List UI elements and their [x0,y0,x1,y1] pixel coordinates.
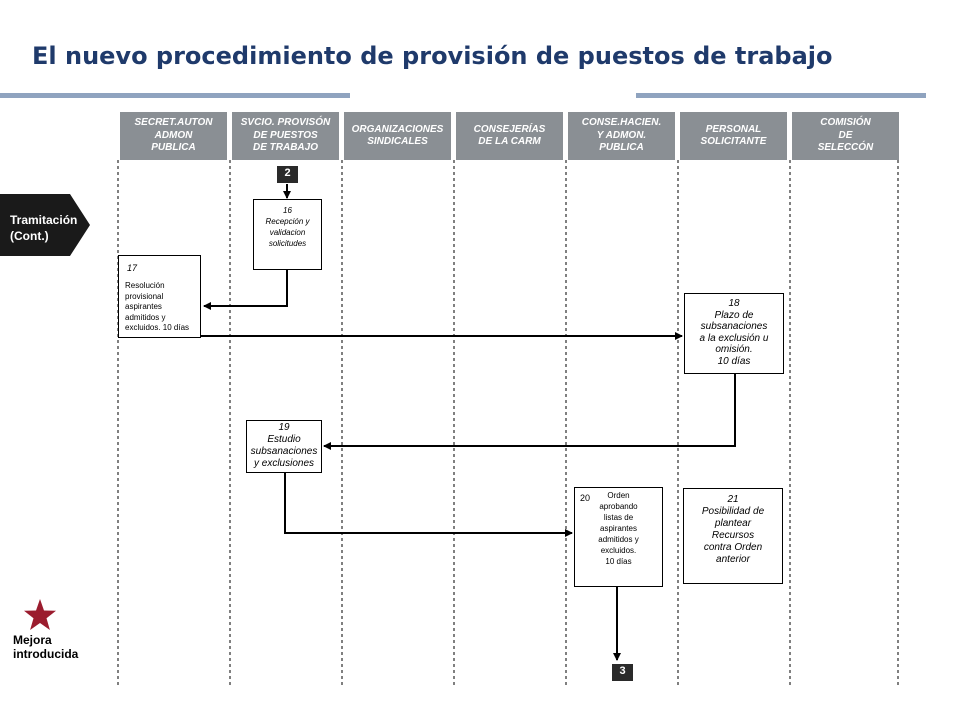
step-16-text: 16 Recepción y validacion solicitudes [265,206,310,248]
connector-2: 2 [277,166,298,183]
step-17-text: Resolución provisional aspirantes admiti… [125,281,190,332]
step-17-number: 17 [127,263,138,273]
lane-header-conse-hacien: CONSE.HACIEN. Y ADMON. PUBLICA [568,112,675,160]
lane-header-comision: COMISIÓN DE SELECCÓN [792,112,899,160]
step-19-box: 19 Estudio subsanaciones y exclusiones [246,420,322,473]
phase-tag [0,194,90,256]
lane-header-secret-auton: SECRET.AUTON ADMON PUBLICA [120,112,227,160]
page-title: El nuevo procedimiento de provisión de p… [32,42,833,70]
step-18-box: 18 Plazo de subsanaciones a la exclusión… [684,293,784,374]
step-18-text: 18 Plazo de subsanaciones a la exclusión… [699,298,769,367]
step-16-box: 16 Recepción y validacion solicitudes [253,199,322,270]
connector-3: 3 [612,664,633,681]
lane-header-consejerias: CONSEJERÍAS DE LA CARM [456,112,563,160]
flow-arrows [200,184,736,661]
lane-header-organizaciones: ORGANIZACIONES SINDICALES [344,112,451,160]
title-rule-left [0,93,350,98]
star-icon [24,599,56,630]
title-rule-right [636,93,926,98]
step-21-box: 21 Posibilidad de plantear Recursos cont… [683,488,783,584]
step-19-text: 19 Estudio subsanaciones y exclusiones [250,422,318,469]
step-17-box: 17 Resolución provisional aspirantes adm… [118,255,201,338]
step-20-number: 20 [580,493,591,503]
lane-header-svcio-provision: SVCIO. PROVISÓN DE PUESTOS DE TRABAJO [232,112,339,160]
lane-header-personal: PERSONAL SOLICITANTE [680,112,787,160]
arrow-19-to-20 [284,473,573,537]
legend-label: Mejora introducida [13,633,79,661]
step-20-text: Orden aprobando listas de aspirantes adm… [598,491,639,566]
step-20-box: 20 Orden aprobando listas de aspirantes … [574,487,663,587]
phase-label: Tramitación (Cont.) [10,213,78,243]
arrow-16-to-17 [203,270,288,310]
arrow-18-to-19 [323,374,736,450]
lane-dividers [117,160,899,686]
step-21-text: 21 Posibilidad de plantear Recursos cont… [701,494,765,565]
